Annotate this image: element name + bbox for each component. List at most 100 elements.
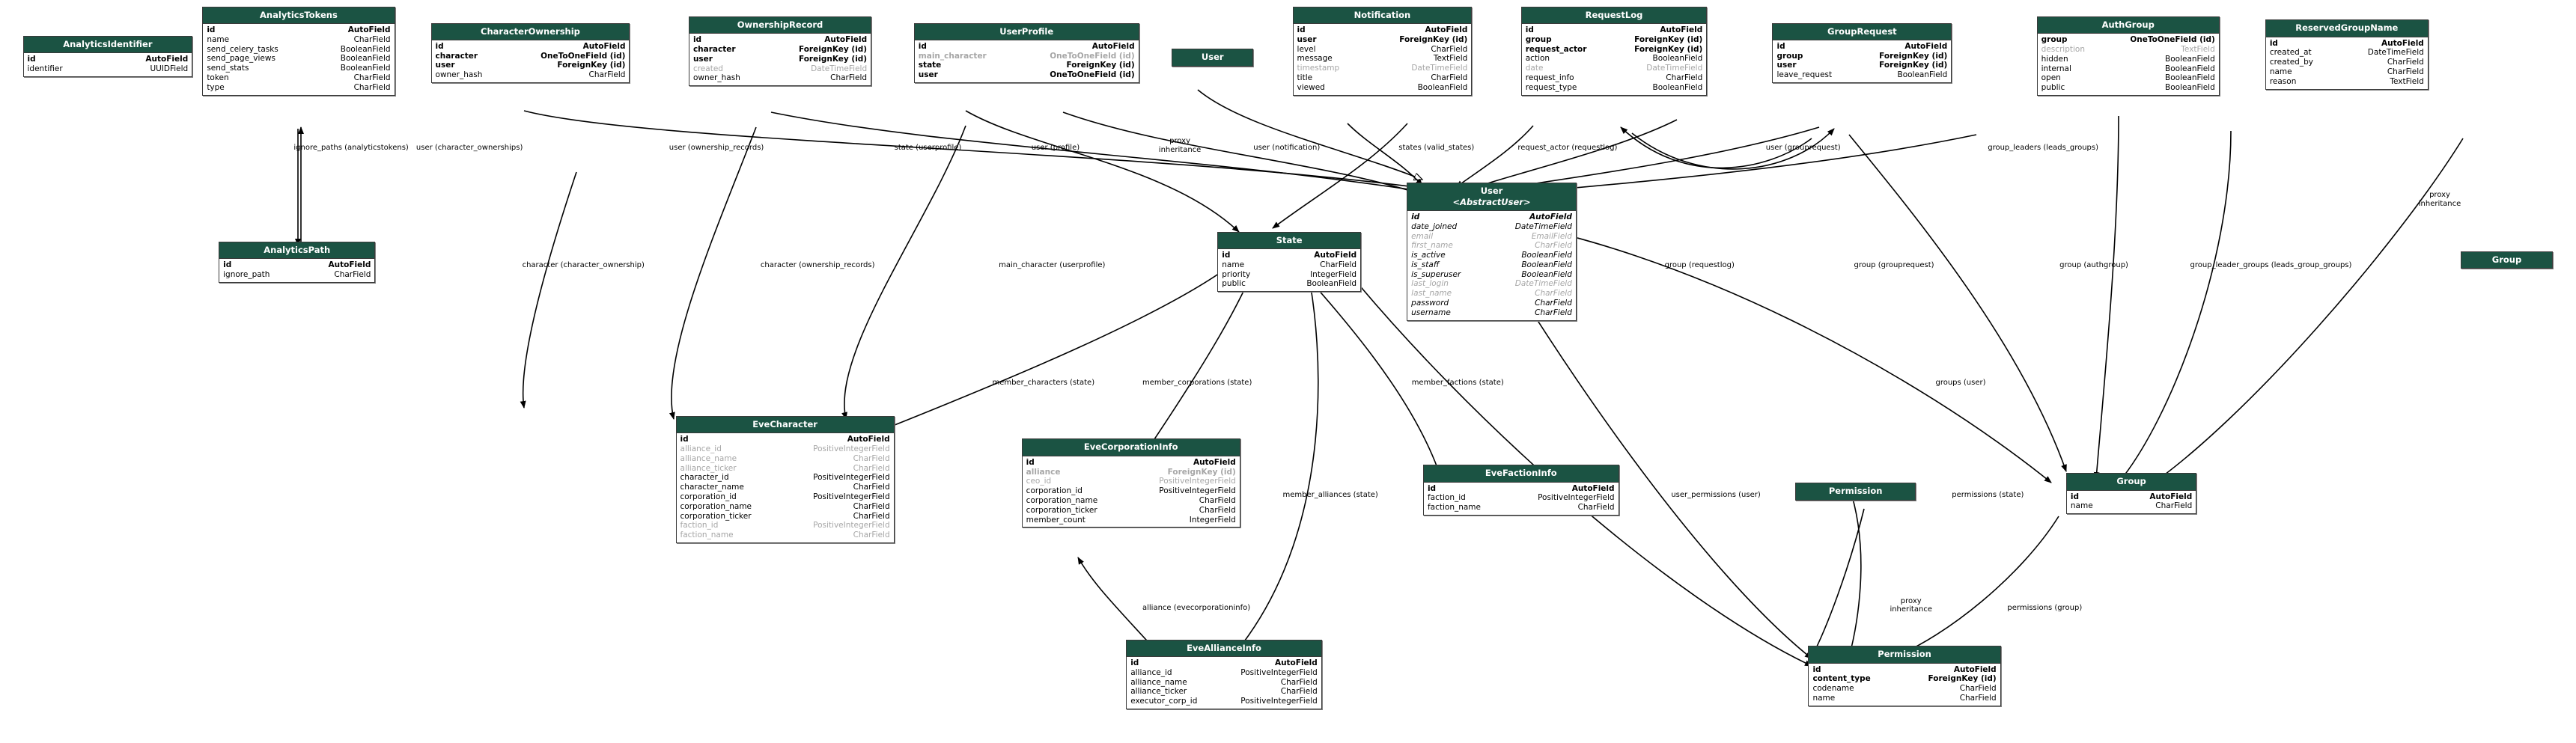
field-name: leave_request <box>1776 70 1833 80</box>
field-name: send_page_views <box>207 54 275 64</box>
field-name: character <box>692 44 736 54</box>
field-name: faction_name <box>1427 503 1481 513</box>
entity-permission_plain[interactable]: Permission <box>1795 483 1916 501</box>
edge-label-lbl-user-character-ownerships: user (character_ownerships) <box>415 143 523 152</box>
field-type: AutoField <box>1571 483 1615 493</box>
field-type: PositiveIntegerField <box>813 492 890 502</box>
field-name: email <box>1411 231 1434 241</box>
field-type: BooleanField <box>1521 251 1572 260</box>
field-name: faction_id <box>1427 493 1466 503</box>
field-name: id <box>1427 483 1437 493</box>
field-type: OneToOneField (id) <box>1050 70 1135 80</box>
field-name: content_type <box>1812 674 1871 684</box>
field-type: AutoField <box>328 260 371 269</box>
field-name: corporation_name <box>1026 495 1098 505</box>
field-row: leave_request BooleanField <box>1776 70 1947 80</box>
entity-header-notification: Notification <box>1293 7 1472 25</box>
field-name: title <box>1297 73 1313 83</box>
field-name: group <box>1776 51 1803 61</box>
field-name: alliance_ticker <box>1130 687 1187 697</box>
entity-title: GroupRequest <box>1827 25 1897 37</box>
field-type: CharField <box>853 501 890 511</box>
field-type: TextField <box>2181 44 2215 54</box>
field-name: id <box>918 41 927 51</box>
entity-user_plain[interactable]: User <box>1172 49 1254 67</box>
entity-header-evecharacter: EveCharacter <box>676 416 894 434</box>
field-type: CharField <box>1535 241 1572 251</box>
field-type: BooleanField <box>1897 70 1948 80</box>
field-type: CharField <box>1959 694 1997 703</box>
entity-title: User <box>1480 186 1503 197</box>
field-name: message <box>1297 54 1333 64</box>
field-type: AutoField <box>1425 25 1468 35</box>
field-type: BooleanField <box>1652 82 1703 92</box>
field-name: executor_corp_id <box>1130 697 1198 706</box>
field-type: PositiveIntegerField <box>1240 697 1318 706</box>
entity-group_plain[interactable]: Group <box>2461 251 2553 269</box>
field-type: CharField <box>853 483 890 492</box>
field-type: CharField <box>353 73 391 83</box>
field-name: user <box>435 61 455 70</box>
field-type: TextField <box>2390 76 2424 86</box>
entity-title: EveAllianceInfo <box>1187 642 1261 653</box>
field-type: BooleanField <box>2165 54 2215 64</box>
field-type: CharField <box>353 82 391 92</box>
entity-header-state: State <box>1218 232 1361 249</box>
field-name: is_superuser <box>1411 269 1461 279</box>
field-name: name <box>1812 694 1836 703</box>
field-name: last_login <box>1411 279 1449 289</box>
field-name: date <box>1525 64 1544 73</box>
edge-label-lbl-states-valid: states (valid_states) <box>1398 143 1475 152</box>
field-type: CharField <box>1535 308 1572 317</box>
field-type: ForeignKey (id) <box>1928 674 1997 684</box>
edge-label-line: proxy <box>1169 137 1191 146</box>
field-type: AutoField <box>1274 658 1318 667</box>
field-type: OneToOneField (id) <box>2130 35 2215 45</box>
field-type: PositiveIntegerField <box>1159 477 1236 486</box>
field-row: executor_corp_id PositiveIntegerField <box>1130 697 1318 706</box>
field-name: date_joined <box>1411 221 1458 231</box>
